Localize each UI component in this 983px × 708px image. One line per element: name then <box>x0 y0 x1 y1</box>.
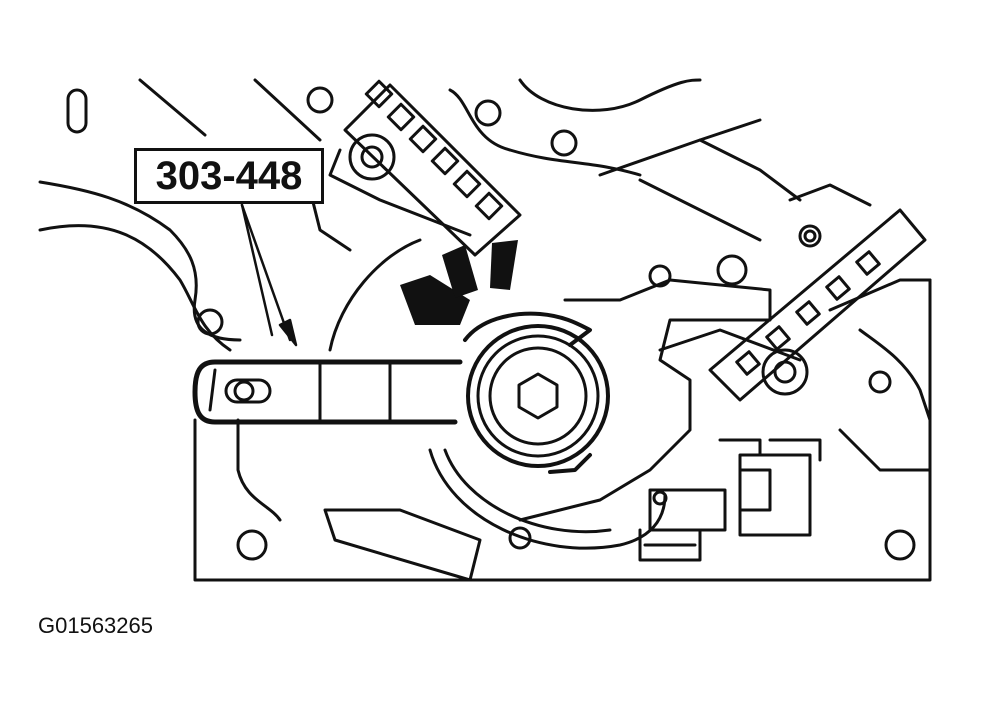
bolt-holes <box>196 86 916 561</box>
tool-number-label: 303-448 <box>155 153 303 198</box>
timing-chain-left <box>328 79 522 257</box>
callout-leader-lines <box>240 203 298 347</box>
timing-chain-right <box>708 208 927 402</box>
tool-number-callout: 303-448 <box>134 148 324 204</box>
figure-id-label: G01563265 <box>38 613 153 638</box>
rotation-arrow-icon <box>400 275 470 325</box>
rotation-arrows <box>400 240 518 325</box>
tensioner-pulley <box>463 311 610 474</box>
hex-bolt-icon <box>517 372 559 420</box>
special-tool-wrench <box>192 359 463 425</box>
engine-block-outline <box>38 78 932 582</box>
slot-hole <box>66 88 88 134</box>
tensioner-bracket <box>323 238 822 582</box>
